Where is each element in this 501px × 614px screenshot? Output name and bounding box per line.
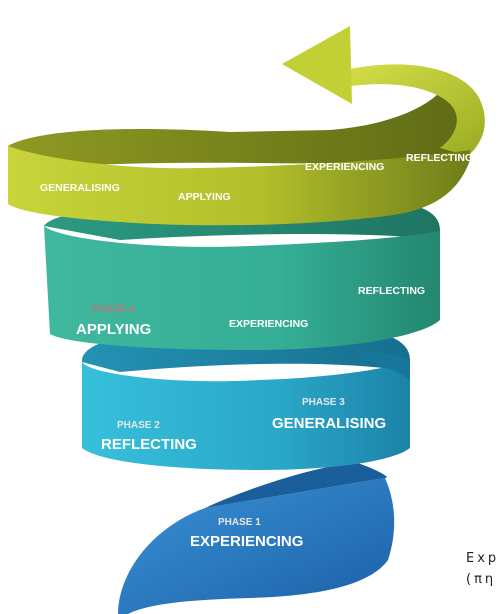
top-label-generalising: GENERALISING [40, 182, 120, 194]
band-1-fold [205, 462, 387, 508]
top-band-back [8, 92, 473, 165]
band-3-title-2: REFLECTING [101, 436, 197, 453]
caption-line-2: (πη [466, 572, 497, 587]
band-3-title-3: GENERALISING [272, 415, 386, 432]
band-4-title: APPLYING [76, 321, 151, 338]
band-1-ribbon [118, 478, 395, 614]
band-phase-1: PHASE 1 EXPERIENCING [118, 462, 395, 614]
band-1-title: EXPERIENCING [190, 533, 303, 550]
band-4-ribbon [44, 226, 440, 350]
band-4-label-reflecting: REFLECTING [358, 285, 425, 297]
top-label-reflecting: REFLECTING [406, 152, 473, 164]
band-3-ribbon [82, 360, 410, 470]
band-3-phase-3: PHASE 3 [302, 397, 345, 408]
band-4-phase: PHASE 4 [92, 304, 135, 315]
band-3-phase-2: PHASE 2 [117, 420, 160, 431]
top-arrow-shaft [336, 64, 485, 156]
top-band-ribbon [8, 146, 470, 226]
top-label-experiencing: EXPERIENCING [305, 161, 384, 173]
band-top: GENERALISING APPLYING EXPERIENCING REFLE… [8, 26, 485, 226]
top-label-applying: APPLYING [178, 191, 231, 203]
top-arrow-head [282, 26, 352, 104]
band-1-phase: PHASE 1 [218, 517, 261, 528]
band-4-label-experiencing: EXPERIENCING [229, 318, 308, 330]
band-3-fold [355, 350, 410, 380]
caption-text: Exp (πη [466, 548, 499, 590]
caption-line-1: Exp [466, 551, 500, 566]
